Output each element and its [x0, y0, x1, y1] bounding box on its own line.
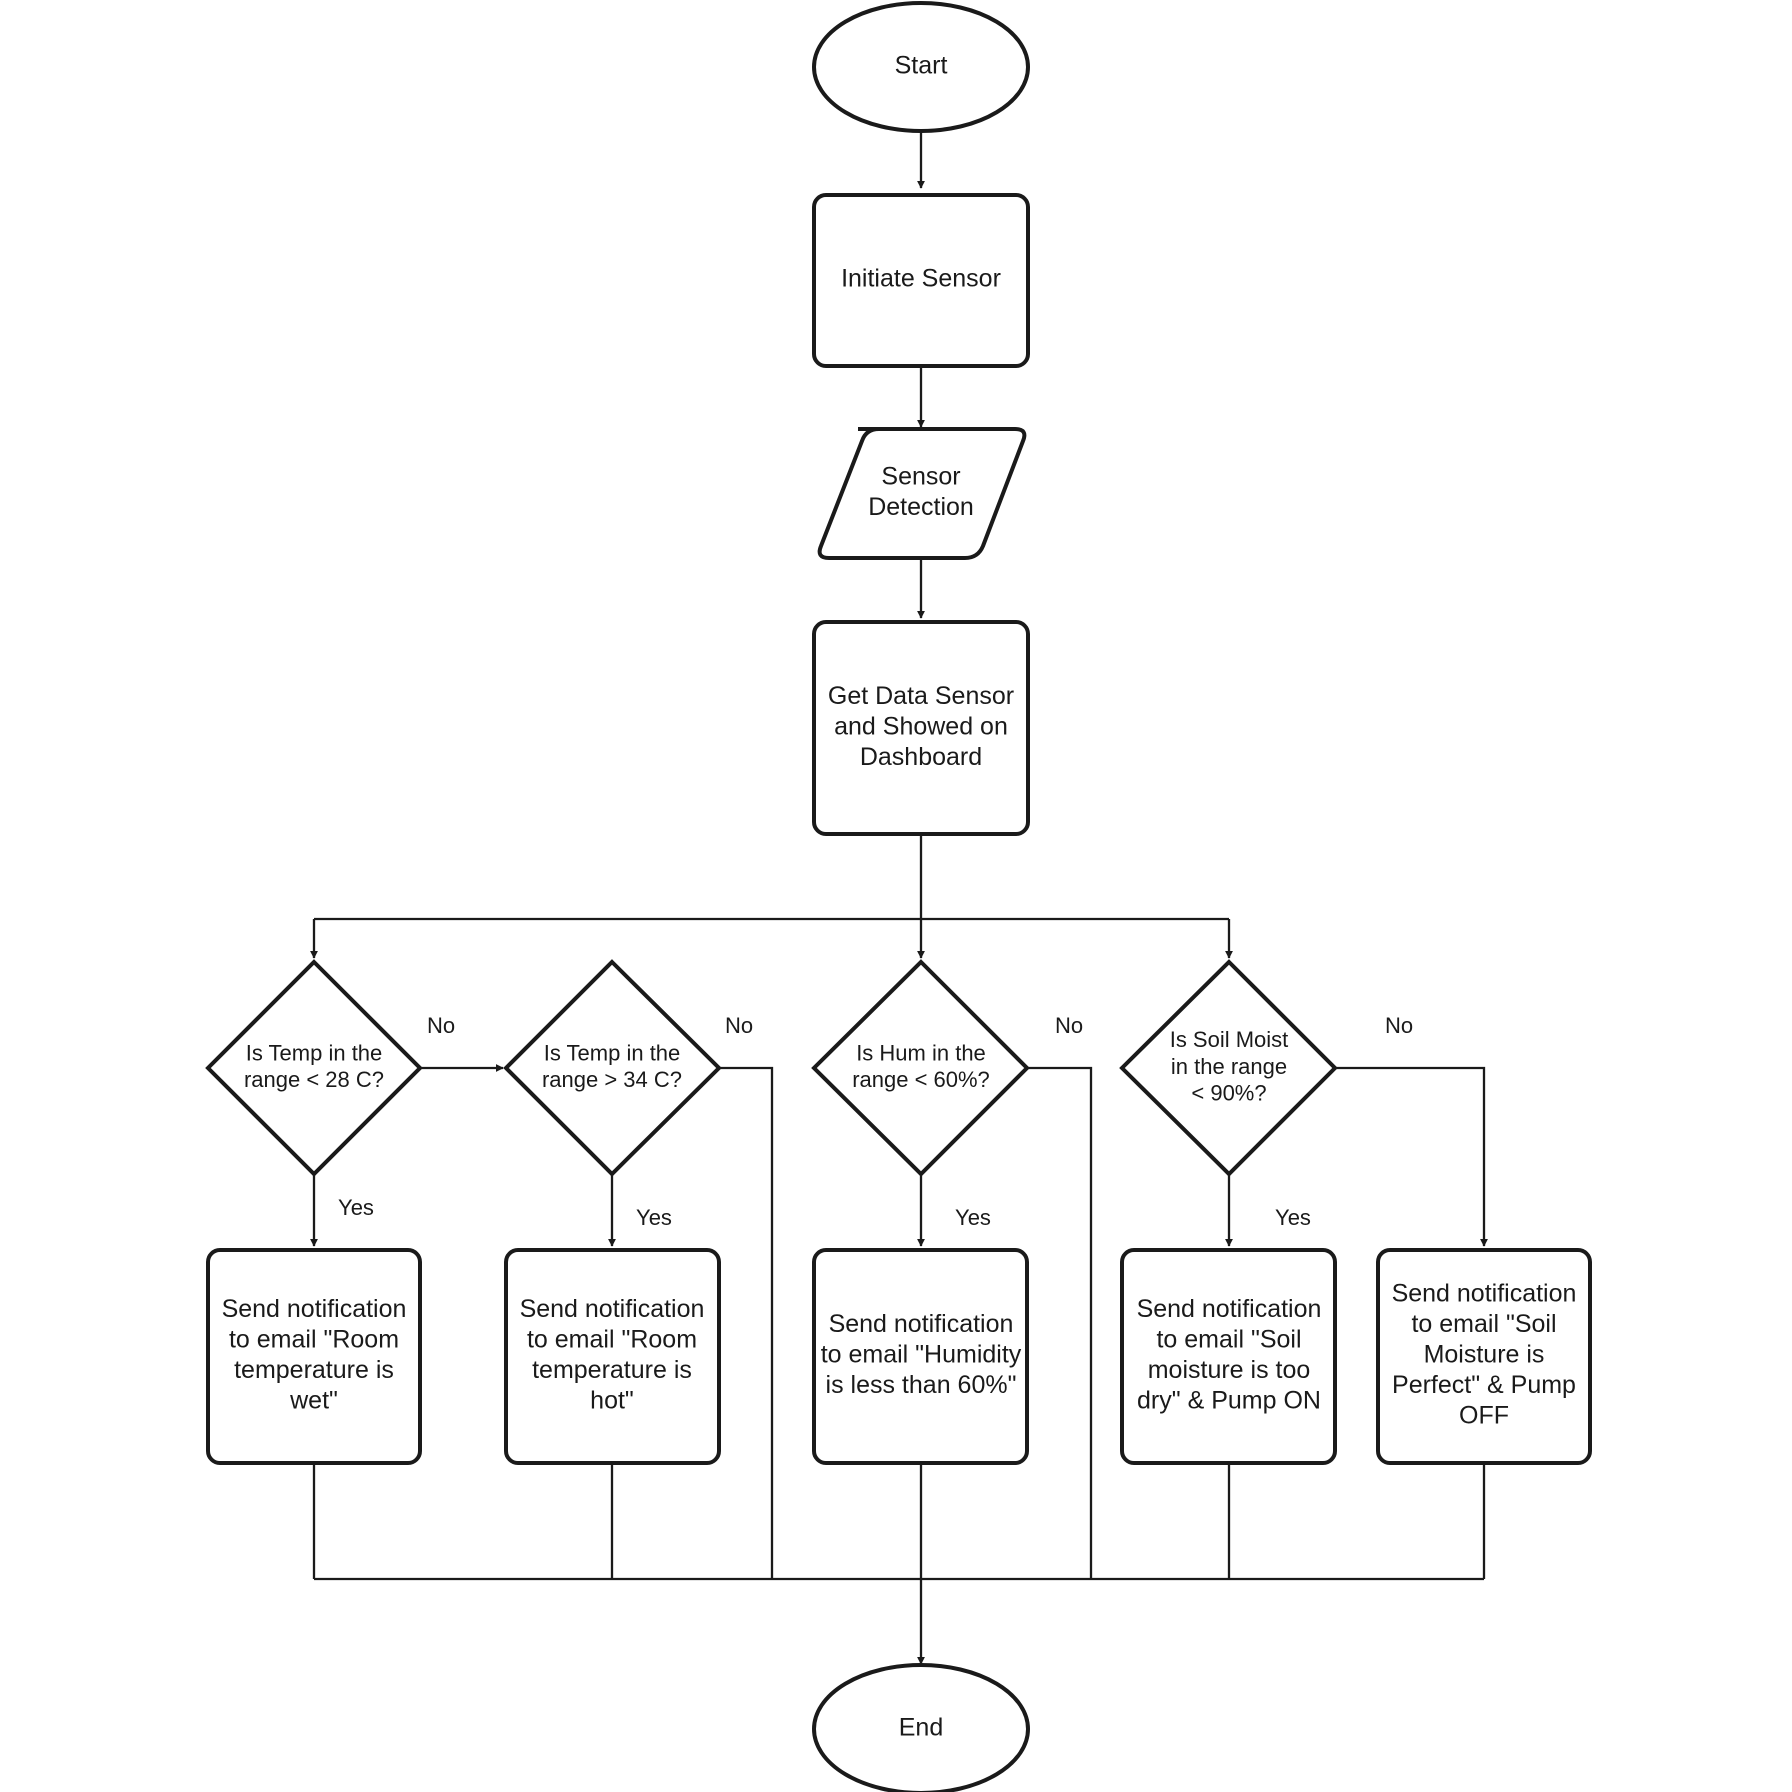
notify-soil-perfect-label-line: Moisture is	[1424, 1341, 1545, 1369]
notify-soil-dry-label-line: Send notification	[1137, 1295, 1322, 1323]
notify-soil-dry-label-line: to email "Soil	[1156, 1325, 1301, 1353]
sensor-detection-label-line: Sensor	[881, 462, 960, 490]
get-data-label-line: Dashboard	[860, 743, 982, 771]
initiate-sensor-node: Initiate Sensor	[812, 193, 1030, 368]
notify-room-wet-label-line: Send notification	[222, 1295, 407, 1323]
start-label: Start	[895, 52, 948, 80]
notify-room-wet-label-line: wet"	[289, 1386, 338, 1414]
label-no-humidity: No	[1055, 1013, 1083, 1038]
connectors	[310, 132, 1488, 1665]
notify-room-hot-label-line: hot"	[590, 1386, 634, 1414]
label-no-temp-low: No	[427, 1013, 455, 1038]
notify-room-wet-label-line: temperature is	[234, 1356, 394, 1384]
label-no-soil: No	[1385, 1013, 1413, 1038]
end-label-line: End	[899, 1714, 943, 1742]
notify-soil-perfect-label-line: to email "Soil	[1411, 1310, 1556, 1338]
end-label: End	[899, 1714, 943, 1742]
notify-soil-perfect-label-line: Send notification	[1392, 1280, 1577, 1308]
decision-soil-moisture-label-line: Is Soil Moist	[1170, 1027, 1289, 1052]
initiate-sensor-label-line: Initiate Sensor	[841, 265, 1001, 293]
notify-soil-dry-label-line: dry" & Pump ON	[1137, 1386, 1321, 1414]
decision-temp-high-label-line: Is Temp in the	[544, 1040, 681, 1065]
sensor-detection-label-line: Detection	[868, 493, 974, 521]
label-no-temp-high: No	[725, 1013, 753, 1038]
decision-temp-high-label-line: range > 34 C?	[542, 1067, 682, 1092]
label-yes-humidity: Yes	[955, 1205, 991, 1230]
decision-soil-moisture-label-line: in the range	[1171, 1054, 1287, 1079]
notify-soil-perfect-label-line: Perfect" & Pump	[1392, 1371, 1576, 1399]
decision-humidity-label-line: range < 60%?	[852, 1067, 990, 1092]
edge-dec-hum-no	[1027, 1066, 1093, 1579]
notify-humidity-label-line: Send notification	[829, 1310, 1014, 1338]
notify-room-wet-label-line: to email "Room	[229, 1325, 399, 1353]
decision-temp-low-label-line: Is Temp in the	[246, 1040, 383, 1065]
notify-soil-dry-label-line: moisture is too	[1148, 1356, 1311, 1384]
notify-soil-perfect-label-line: OFF	[1459, 1402, 1509, 1430]
end-node: End	[812, 1663, 1030, 1792]
decision-temp-low-label-line: range < 28 C?	[244, 1067, 384, 1092]
decision-humidity-label-line: Is Hum in the	[856, 1040, 986, 1065]
start-node: Start	[812, 1, 1030, 133]
get-data-label-line: Get Data Sensor	[828, 682, 1014, 710]
label-yes-soil: Yes	[1275, 1205, 1311, 1230]
notify-room-hot-label-line: temperature is	[532, 1356, 692, 1384]
edge-dec-soil-no	[1335, 1066, 1488, 1247]
decision-soil-moisture-label-line: < 90%?	[1191, 1081, 1266, 1106]
start-label-line: Start	[895, 52, 948, 80]
notify-room-hot-label-line: to email "Room	[527, 1325, 697, 1353]
label-yes-temp-low: Yes	[338, 1195, 374, 1220]
notify-humidity-label-line: is less than 60%"	[826, 1371, 1017, 1399]
label-yes-temp-high: Yes	[636, 1205, 672, 1230]
get-data-label-line: and Showed on	[834, 713, 1008, 741]
edge-dec-temp-high-no	[719, 1066, 774, 1579]
notify-humidity-label-line: to email "Humidity	[821, 1341, 1022, 1369]
initiate-sensor-label: Initiate Sensor	[841, 265, 1001, 293]
notify-room-hot-label-line: Send notification	[520, 1295, 705, 1323]
edge-labels: No No No No Yes Yes Yes Yes	[338, 1013, 1413, 1230]
